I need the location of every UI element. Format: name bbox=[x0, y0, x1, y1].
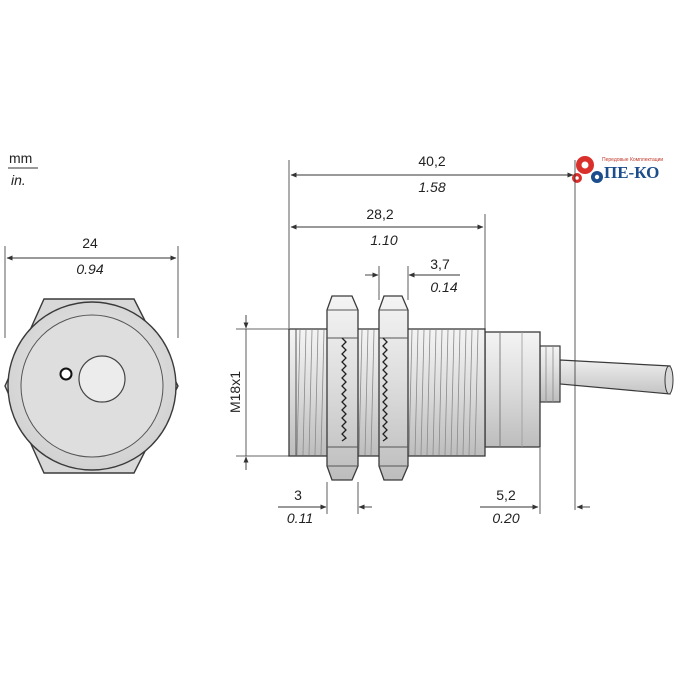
hex-width-in: 0.94 bbox=[76, 261, 103, 277]
nut-thickness-mm: 3,7 bbox=[430, 256, 450, 272]
thread-line bbox=[370, 329, 375, 456]
thread-line bbox=[474, 329, 479, 456]
dimension-nut-thickness: 3,7 0.14 bbox=[365, 256, 460, 300]
dimension-total-length: 40,2 1.58 bbox=[288, 153, 576, 510]
thread-line bbox=[432, 329, 437, 456]
total-length-in: 1.58 bbox=[418, 179, 445, 195]
thread-line bbox=[308, 329, 313, 456]
dimension-thread-length: 28,2 1.10 bbox=[290, 206, 486, 330]
thread-line bbox=[364, 329, 369, 456]
thread-line bbox=[438, 329, 443, 456]
dimension-cable-exit: 5,2 0.20 bbox=[480, 448, 590, 526]
front-view bbox=[4, 298, 179, 474]
unit-in-label: in. bbox=[11, 172, 26, 188]
thread-line bbox=[320, 329, 325, 456]
hex-width-mm: 24 bbox=[82, 235, 98, 251]
nut-rear bbox=[378, 295, 409, 481]
thread-line bbox=[444, 329, 449, 456]
thread-line bbox=[468, 329, 473, 456]
thread-length-mm: 28,2 bbox=[366, 206, 393, 222]
thread-line bbox=[408, 329, 413, 456]
nut-to-face-in: 0.11 bbox=[287, 510, 313, 526]
thread-size-label: M18x1 bbox=[227, 371, 243, 413]
total-length-mm: 40,2 bbox=[418, 153, 445, 169]
thread-line bbox=[462, 329, 467, 456]
side-view bbox=[288, 295, 674, 481]
thread-line bbox=[456, 329, 461, 456]
thread-line bbox=[314, 329, 319, 456]
nut-to-face-mm: 3 bbox=[294, 487, 302, 503]
thread-line bbox=[420, 329, 425, 456]
thread-line bbox=[302, 329, 307, 456]
units-legend: mm in. bbox=[8, 150, 38, 188]
dimension-thread-size: M18x1 bbox=[227, 315, 290, 470]
logo-tagline: Передовые Комплектации bbox=[602, 157, 663, 163]
dimension-nut-to-face: 3 0.11 bbox=[278, 482, 372, 526]
thread-lines bbox=[296, 329, 479, 456]
logo-text: ПЕ-КО bbox=[604, 163, 659, 182]
thread-line bbox=[296, 329, 301, 456]
dimension-hex-width: 24 0.94 bbox=[4, 235, 179, 338]
thread-line bbox=[414, 329, 419, 456]
unit-mm-label: mm bbox=[9, 150, 32, 166]
cable-exit-in: 0.20 bbox=[492, 510, 519, 526]
nut-thickness-in: 0.14 bbox=[430, 279, 457, 295]
cable-exit-mm: 5,2 bbox=[496, 487, 516, 503]
thread-line bbox=[426, 329, 431, 456]
thread-line bbox=[358, 329, 363, 456]
nut-front bbox=[326, 295, 359, 481]
thread-line bbox=[450, 329, 455, 456]
gear-icon bbox=[572, 156, 603, 183]
company-logo: Передовые Комплектации ПЕ-КО bbox=[572, 156, 663, 183]
thread-length-in: 1.10 bbox=[370, 232, 397, 248]
